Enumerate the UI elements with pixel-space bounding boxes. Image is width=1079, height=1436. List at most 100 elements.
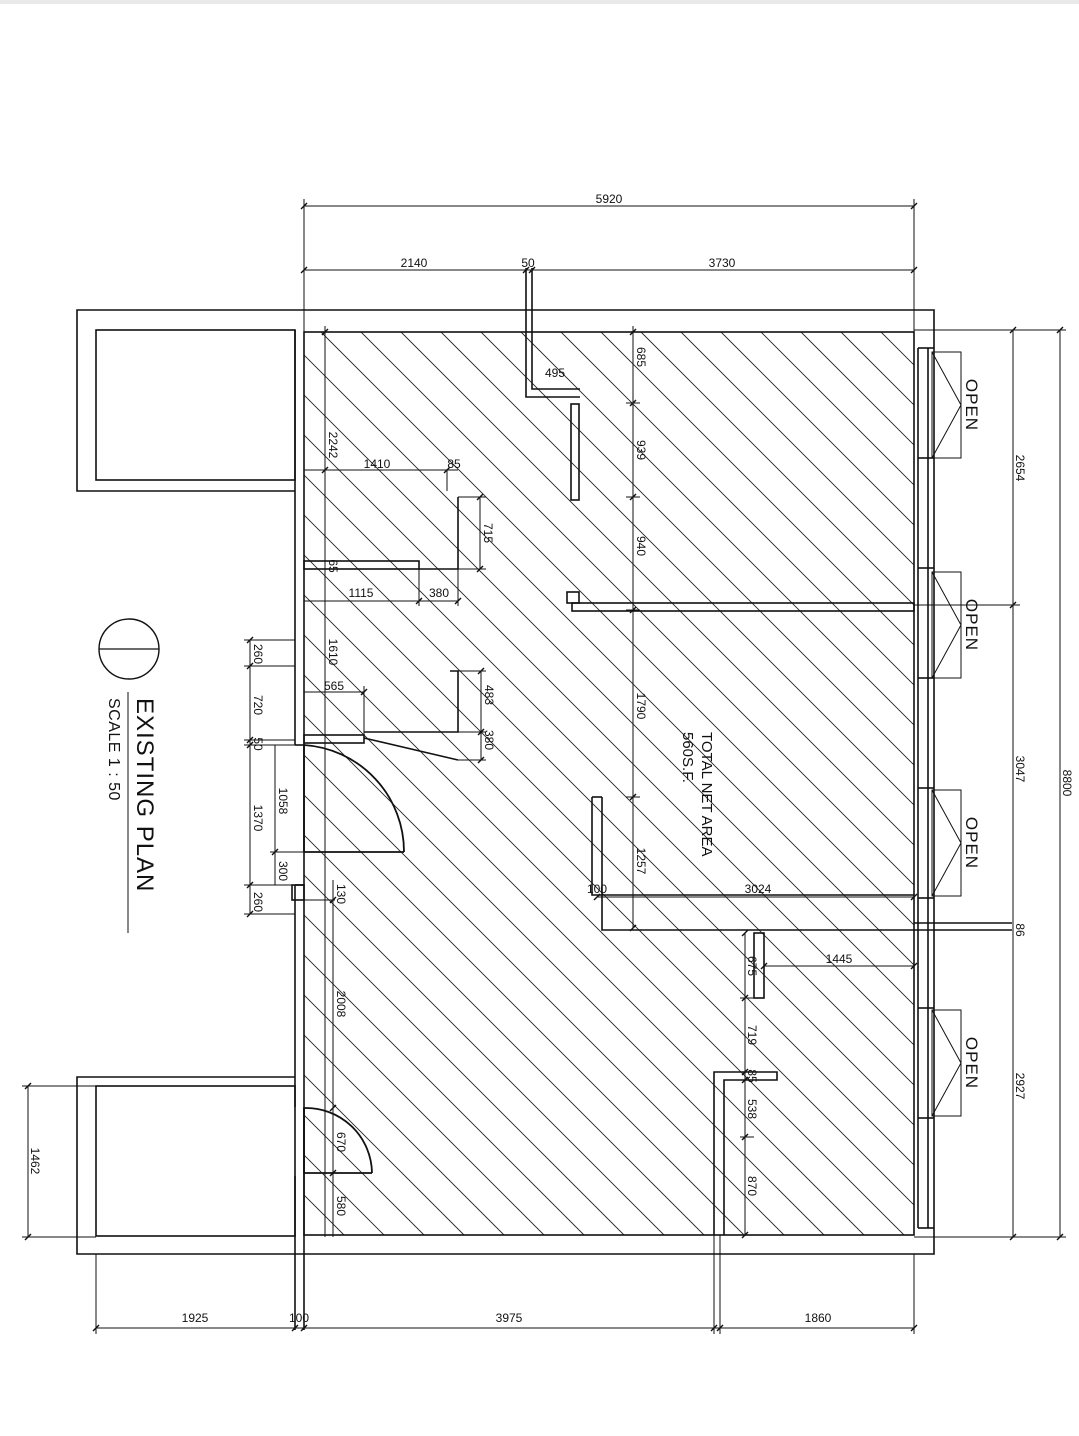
dim-2242: 2242 [326,432,340,459]
hatch-line [600,332,914,646]
dimension-tick [910,266,918,274]
hatch-line [680,332,914,566]
hatch-line [560,332,914,686]
dimension-tick [92,1324,100,1332]
hatch-line [440,332,914,806]
dim-940: 940 [634,536,648,556]
dim-130: 130 [334,884,348,904]
dim-1445: 1445 [826,952,853,966]
dimension-tick [443,466,451,474]
hatch-line [400,332,914,846]
dim-380b: 380 [482,730,496,750]
hatch-line [304,674,865,1235]
dim-top-right: 3730 [709,256,736,270]
hatch-line [304,394,914,1006]
dimension-tick [477,667,485,675]
dimension-tick [629,399,637,407]
dim-1410: 1410 [364,457,391,471]
dim-720: 720 [251,695,265,715]
dimension-tick [760,962,768,970]
dimension-tick [522,266,530,274]
top-bar [0,0,1079,4]
dim-left-1462: 1462 [28,1148,42,1175]
plan-title: EXISTING PLAN [131,698,158,892]
dimension-tick [741,994,749,1002]
hatch-line [304,634,905,1235]
door-frames [291,744,305,901]
plan-scale: SCALE 1 : 50 [105,698,122,801]
open-label-3: OPEN [962,817,981,869]
hatch-line [304,714,825,1235]
dimension-tick [271,848,279,856]
dim-right-8800: 8800 [1060,770,1074,797]
dimension-tick [910,893,918,901]
dimension-tick [454,597,462,605]
dimension-tick [910,202,918,210]
dimension-tick [1009,601,1017,609]
hatch-line [921,332,1079,1235]
dim-1610: 1610 [326,639,340,666]
dim-685: 685 [634,347,648,367]
dimension-ticks [24,202,1064,1332]
dim-939: 939 [634,440,648,460]
dimension-tick [1056,326,1064,334]
hatch-line [520,332,914,726]
hatch-line [304,754,785,1235]
open-label-4: OPEN [962,1037,981,1089]
dimension-tick [24,1233,32,1241]
dim-670: 670 [334,1132,348,1152]
dim-overall-width: 5920 [596,192,623,206]
dim-483: 483 [482,685,496,705]
hatch-line [760,332,914,486]
dimension-tick [246,741,254,749]
dimension-tick [593,893,601,901]
dimension-tick [629,606,637,614]
hatch-line [304,514,914,1126]
dimension-labels: 5920 2140 50 3730 1925 100 3975 1860 495… [182,192,853,1325]
dimension-tick [300,266,308,274]
dim-380: 380 [429,586,449,600]
dimension-tick [246,736,254,744]
dim-300: 300 [276,861,290,881]
hatch-line [720,332,914,526]
area-label: TOTAL NET AREA 560S.F. [679,732,715,856]
hatch-line [800,332,914,446]
open-label-2: OPEN [962,599,981,651]
dimension-tick [246,910,254,918]
dim-top-left: 2140 [401,256,428,270]
dim-top-mid: 50 [521,256,535,270]
dimension-tick [24,1082,32,1090]
dim-bottom-1925: 1925 [182,1311,209,1325]
window-open-icon [931,351,962,1117]
hatch-line [304,1194,345,1235]
hatch-line [360,332,914,886]
dimension-tick [321,328,329,336]
dim-65: 65 [326,559,340,573]
hatch-line [304,834,705,1235]
dim-50: 50 [251,737,265,751]
hatch-line [304,594,914,1206]
dim-260a: 260 [251,644,265,664]
dimension-tick [321,466,329,474]
dim-538: 538 [745,1099,759,1119]
dimension-tick [741,1076,749,1084]
dim-715: 715 [481,523,495,543]
dim-495: 495 [545,366,565,380]
dim-580: 580 [334,1196,348,1216]
hatch-line [304,354,914,966]
dimension-tick [716,1324,724,1332]
hatch-line [304,994,545,1235]
dimension-tick [741,1068,749,1076]
hatch-line [304,1154,385,1235]
dim-bottom-3975: 3975 [496,1311,523,1325]
dimension-tick [629,924,637,932]
hatch-line [304,914,625,1235]
dimension-tick [741,929,749,937]
hatch-line [304,434,914,1046]
dimension-tick [629,328,637,336]
dimension-tick [246,662,254,670]
dim-1257: 1257 [634,848,648,875]
dimension-tick [710,1324,718,1332]
door-swing-icon [303,744,405,1174]
